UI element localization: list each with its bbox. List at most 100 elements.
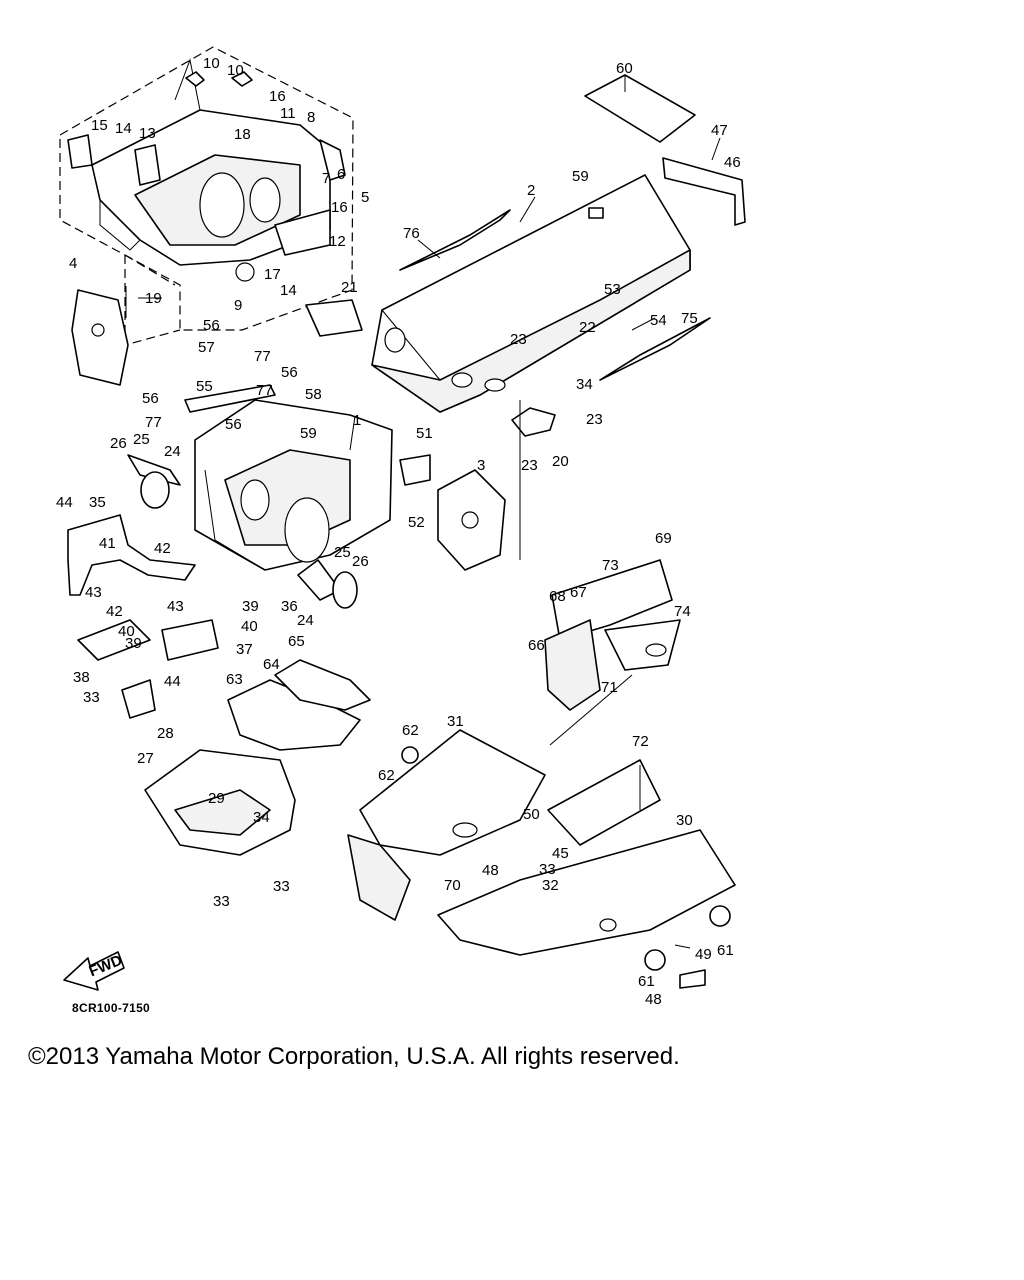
callout-54: 54 (650, 312, 667, 329)
callout-65: 65 (288, 633, 305, 650)
callout-43b: 43 (167, 598, 184, 615)
callout-53: 53 (604, 281, 621, 298)
callout-77c: 77 (256, 382, 273, 399)
callout-22: 22 (579, 319, 596, 336)
callout-2: 2 (527, 182, 535, 199)
callout-12: 12 (329, 233, 346, 250)
callout-60: 60 (616, 60, 633, 77)
callout-62b: 62 (378, 767, 395, 784)
tunnel-assembly (371, 74, 746, 437)
callout-24a: 24 (164, 443, 181, 460)
callout-30: 30 (676, 812, 693, 829)
callout-43a: 43 (85, 584, 102, 601)
callout-26b: 26 (352, 553, 369, 570)
callout-29: 29 (208, 790, 225, 807)
callout-74: 74 (674, 603, 691, 620)
callout-19: 19 (145, 290, 162, 307)
callout-7: 7 (322, 170, 330, 187)
callout-56c: 56 (142, 390, 159, 407)
callout-45: 45 (552, 845, 569, 862)
callout-48b: 48 (645, 991, 662, 1008)
callout-25b: 25 (334, 544, 351, 561)
callout-40a: 40 (118, 623, 135, 640)
callout-51: 51 (416, 425, 433, 442)
callout-6: 6 (337, 166, 345, 183)
callout-76: 76 (403, 225, 420, 242)
callout-28: 28 (157, 725, 174, 742)
callout-61a: 61 (717, 942, 734, 959)
callout-39a: 39 (125, 635, 142, 652)
callout-labels: 1 2 3 4 5 6 7 8 9 10 10 11 12 13 14 14 1… (56, 55, 741, 1008)
callout-56a: 56 (203, 317, 220, 334)
callout-11: 11 (280, 105, 296, 122)
callout-56b: 56 (281, 364, 298, 381)
callout-20: 20 (552, 453, 569, 470)
callout-31: 31 (447, 713, 464, 730)
callout-9: 9 (234, 297, 242, 314)
callout-13: 13 (139, 125, 156, 142)
callout-44a: 44 (56, 494, 73, 511)
callout-71: 71 (601, 679, 618, 696)
callout-68: 68 (549, 588, 566, 605)
callout-57: 57 (198, 339, 215, 356)
callout-33a: 33 (83, 689, 100, 706)
diagram-code: 8CR100-7150 (72, 1001, 151, 1015)
callout-15: 15 (91, 117, 108, 134)
callout-18: 18 (234, 126, 251, 143)
callout-37: 37 (236, 641, 253, 658)
callout-40b: 40 (241, 618, 258, 635)
callout-35: 35 (89, 494, 106, 511)
callout-62a: 62 (402, 722, 419, 739)
callout-46: 46 (724, 154, 741, 171)
callout-21: 21 (341, 279, 358, 296)
callout-34a: 34 (576, 376, 593, 393)
callout-47: 47 (711, 122, 728, 139)
callout-23a: 23 (510, 331, 527, 348)
lower-left-pans (144, 659, 371, 856)
callout-42b: 42 (106, 603, 123, 620)
engine-mount-frame-assembly (59, 46, 363, 386)
callout-33b: 33 (213, 893, 230, 910)
callout-32: 32 (542, 877, 559, 894)
callout-25a: 25 (133, 431, 150, 448)
callout-64: 64 (263, 656, 280, 673)
callout-8: 8 (307, 109, 315, 126)
callout-56d: 56 (225, 416, 242, 433)
callout-50: 50 (523, 806, 540, 823)
callout-17: 17 (264, 266, 281, 283)
callout-33d: 33 (539, 861, 556, 878)
callout-14a: 14 (115, 120, 132, 137)
callout-42a: 42 (154, 540, 171, 557)
callout-75: 75 (681, 310, 698, 327)
callout-39b: 39 (242, 598, 259, 615)
callout-1: 1 (353, 412, 361, 429)
callout-14b: 14 (280, 282, 297, 299)
right-side-panels (544, 559, 681, 711)
callout-26a: 26 (110, 435, 127, 452)
callout-73: 73 (602, 557, 619, 574)
callout-58: 58 (305, 386, 322, 403)
callout-27: 27 (137, 750, 154, 767)
callout-48a: 48 (482, 862, 499, 879)
callout-44b: 44 (164, 673, 181, 690)
main-frame-assembly (67, 384, 506, 719)
callout-61b: 61 (638, 973, 655, 990)
callout-49: 49 (695, 946, 712, 963)
callout-41: 41 (99, 535, 116, 552)
callout-59b: 59 (300, 425, 317, 442)
callout-5: 5 (361, 189, 369, 206)
callout-70: 70 (444, 877, 461, 894)
callout-38: 38 (73, 669, 90, 686)
callout-4: 4 (69, 255, 77, 272)
callout-77a: 77 (254, 348, 271, 365)
callout-63: 63 (226, 671, 243, 688)
callout-52: 52 (408, 514, 425, 531)
copyright-notice: ©2013 Yamaha Motor Corporation, U.S.A. A… (28, 1043, 680, 1070)
callout-33c: 33 (273, 878, 290, 895)
callout-59a: 59 (572, 168, 589, 185)
callout-23b: 23 (586, 411, 603, 428)
fwd-arrow-icon: FWD (63, 951, 125, 991)
callout-23c: 23 (521, 457, 538, 474)
callout-67: 67 (570, 584, 587, 601)
